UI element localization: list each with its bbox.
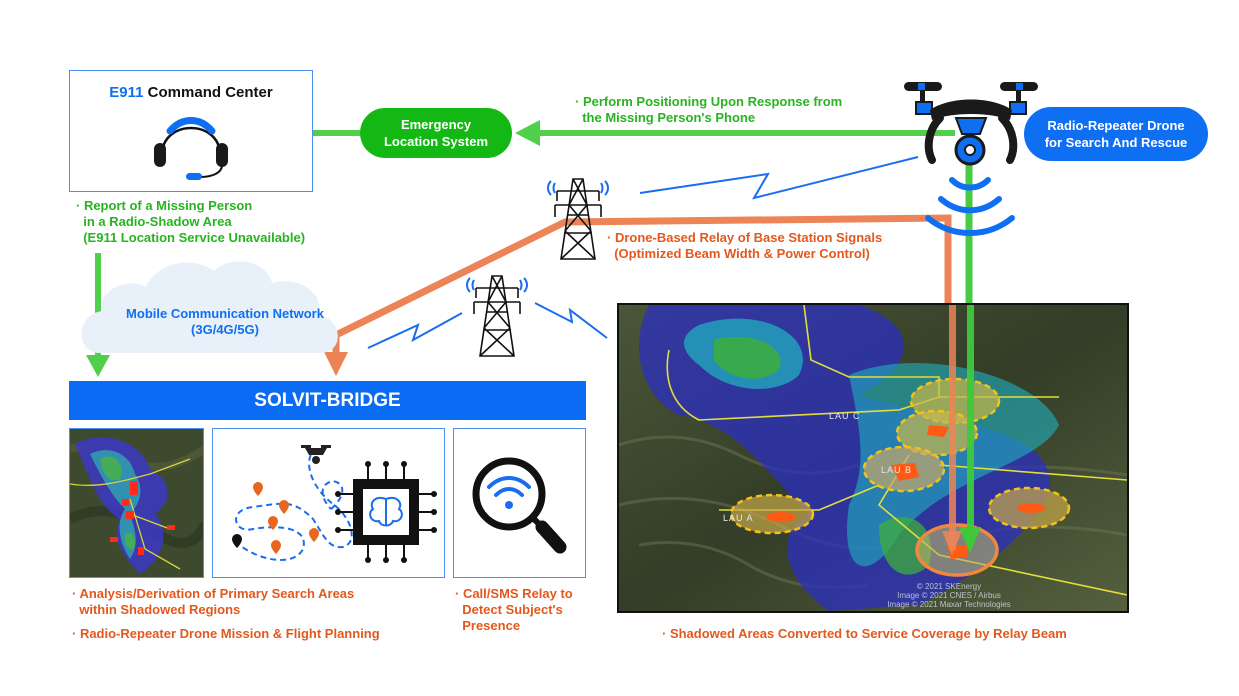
emergency-location-system-node: Emergency Location System xyxy=(360,108,512,158)
lau-c-label: LAU C xyxy=(829,411,861,421)
drone-label-line2: for Search And Rescue xyxy=(1044,135,1188,150)
attribution-line-1: © 2021 SKEnergy xyxy=(916,582,982,591)
network-cloud-label: Mobile Communication Network (3G/4G/5G) xyxy=(100,306,350,338)
arrow-drone-to-els xyxy=(515,120,955,146)
attribution-line-3: Image © 2021 Maxar Technologies xyxy=(887,600,1011,609)
network-cloud-icon xyxy=(81,261,338,353)
cell-tower-icon-bottom xyxy=(466,275,528,357)
coverage-map: LAU C LAU B LAU A © 2021 SKEnergy Image … xyxy=(617,303,1129,613)
drone-small-icon xyxy=(301,445,331,464)
call-relay-caption: · Call/SMS Relay to Detect Subject's Pre… xyxy=(455,586,573,633)
call-relay-panel xyxy=(453,428,586,578)
flight-planning-caption: · Radio-Repeater Drone Mission & Flight … xyxy=(72,626,380,641)
command-center-label: Command Center xyxy=(143,84,273,101)
drone-label-pill: Radio-Repeater Drone for Search And Resc… xyxy=(1024,107,1208,161)
solvit-bridge-header: SOLVIT-BRIDGE xyxy=(69,381,586,420)
signal-line-tower-left xyxy=(367,312,463,349)
coverage-map-caption: · Shadowed Areas Converted to Service Co… xyxy=(662,626,1067,641)
lau-b-label: LAU B xyxy=(881,465,912,475)
network-cloud-line2: (3G/4G/5G) xyxy=(191,322,259,337)
drone-icon xyxy=(904,82,1038,236)
positioning-caption: · Perform Positioning Upon Response from… xyxy=(575,94,843,125)
attribution-line-2: Image © 2021 CNES / Airbus xyxy=(897,591,1001,600)
report-caption: · Report of a Missing Person in a Radio-… xyxy=(76,198,306,245)
search-area-map-panel xyxy=(69,428,204,578)
network-cloud-line1: Mobile Communication Network xyxy=(126,306,324,321)
els-line2: Location System xyxy=(383,134,489,149)
location-pin-icons xyxy=(253,482,319,554)
lau-a-label: LAU A xyxy=(723,513,754,523)
drone-label-line1: Radio-Repeater Drone xyxy=(1047,118,1185,133)
command-center-title: E911 Command Center xyxy=(70,84,312,101)
flight-planning-illustration xyxy=(232,445,437,563)
signal-line-tower-right xyxy=(534,302,608,339)
headset-icon xyxy=(154,117,228,180)
relay-caption: · Drone-Based Relay of Base Station Sign… xyxy=(607,230,883,261)
command-center-box: E911 Command Center xyxy=(69,70,313,192)
cell-tower-icon-top xyxy=(547,178,609,260)
map-attribution: © 2021 SKEnergy Image © 2021 CNES / Airb… xyxy=(839,582,1059,609)
start-pin-icon xyxy=(232,534,242,548)
magnifier-wifi-icon xyxy=(472,457,567,554)
signal-line-tower-to-drone xyxy=(639,156,919,200)
els-line1: Emergency xyxy=(400,117,472,132)
flight-planning-panel xyxy=(212,428,445,578)
coverage-map-image: LAU C LAU B LAU A xyxy=(619,305,1127,611)
analysis-caption: · Analysis/Derivation of Primary Search … xyxy=(72,586,355,617)
search-area-map-image xyxy=(70,429,203,577)
ai-chip-icon xyxy=(335,461,437,563)
e911-label: E911 xyxy=(109,84,144,101)
